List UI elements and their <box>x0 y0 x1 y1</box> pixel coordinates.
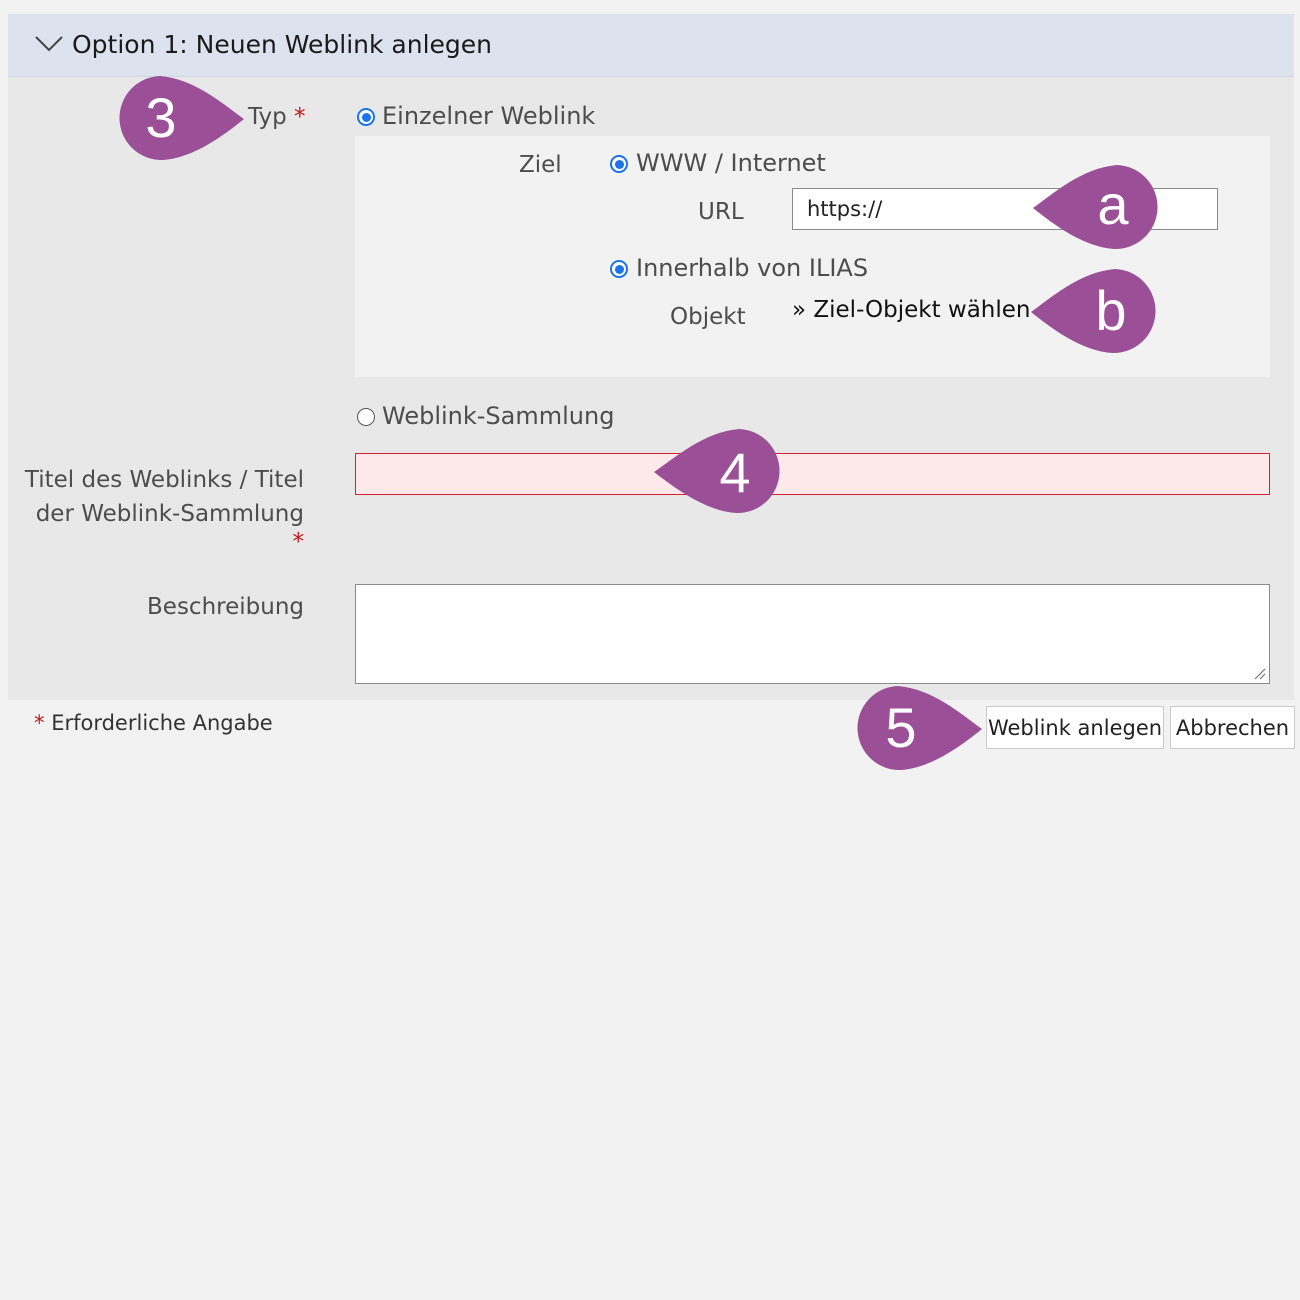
title-input[interactable] <box>355 453 1270 495</box>
radio-single-weblink[interactable] <box>357 108 375 126</box>
type-label: Typ * <box>248 104 306 130</box>
chevron-down-icon[interactable] <box>34 35 64 53</box>
required-note: * Erforderliche Angabe <box>34 711 273 735</box>
cancel-button[interactable]: Abbrechen <box>1170 706 1295 749</box>
radio-internal-ilias[interactable] <box>610 260 628 278</box>
description-textarea[interactable] <box>355 584 1270 684</box>
required-asterisk: * <box>34 711 45 735</box>
select-target-object-link[interactable]: » Ziel-Objekt wählen <box>792 297 1031 323</box>
target-label: Ziel <box>519 152 562 178</box>
radio-www-internet[interactable] <box>610 155 628 173</box>
panel-title: Option 1: Neuen Weblink anlegen <box>72 30 493 59</box>
radio-weblink-collection[interactable] <box>357 408 375 426</box>
description-label: Beschreibung <box>147 594 304 620</box>
annotation-marker-3: 3 <box>113 74 248 162</box>
internal-ilias-label[interactable]: Innerhalb von ILIAS <box>636 254 869 282</box>
www-internet-label[interactable]: WWW / Internet <box>636 149 826 177</box>
single-weblink-label[interactable]: Einzelner Weblink <box>382 102 596 130</box>
object-label: Objekt <box>670 304 746 330</box>
annotation-marker-5: 5 <box>851 684 986 772</box>
annotation-marker-b: b <box>1028 267 1160 355</box>
required-asterisk: * <box>292 529 305 555</box>
weblink-collection-label[interactable]: Weblink-Sammlung <box>382 402 615 430</box>
required-asterisk: * <box>294 104 306 130</box>
panel-header[interactable]: Option 1: Neuen Weblink anlegen <box>8 14 1294 77</box>
resize-grip-icon[interactable] <box>1254 668 1266 680</box>
title-label: Titel des Weblinks / Titel der Weblink-S… <box>24 467 305 555</box>
create-weblink-button[interactable]: Weblink anlegen <box>986 706 1164 749</box>
url-label: URL <box>698 199 744 225</box>
annotation-marker-4: 4 <box>651 427 784 515</box>
annotation-marker-a: a <box>1030 163 1162 251</box>
